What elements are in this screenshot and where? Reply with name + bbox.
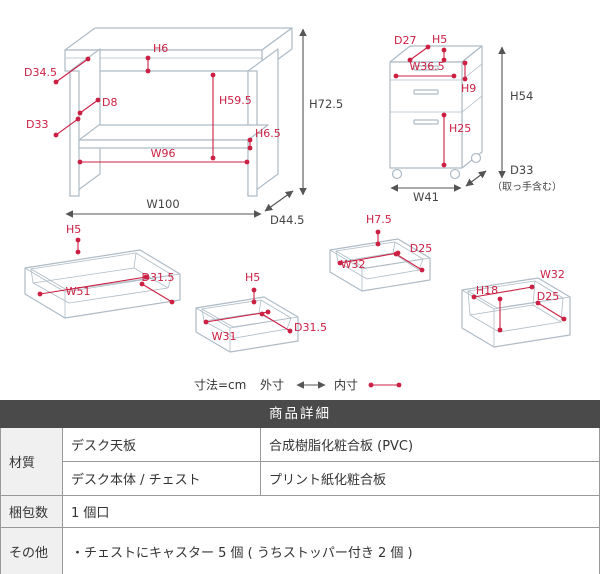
- desk-dim-h72-5: H72.5: [309, 97, 343, 111]
- product-details-section: 商品詳細 材質 デスク天板 合成樹脂化粧合板 (PVC) デスク本体 / チェス…: [0, 400, 600, 574]
- dimension-legend: 寸法=cm 外寸 内寸: [194, 378, 402, 392]
- drawer-wide-dim-h5: H5: [66, 223, 81, 236]
- caster-wheel: [470, 152, 482, 164]
- other-value-cell: ・チェストにキャスター 5 個 ( うちストッパー付き 2 個 ): [63, 528, 599, 574]
- spec-table: 材質 デスク天板 合成樹脂化粧合板 (PVC) デスク本体 / チェスト プリン…: [0, 428, 600, 574]
- chest-dim-h25: H25: [449, 122, 471, 135]
- chest-dim-w41: W41: [413, 190, 439, 204]
- drawer-wide-dim-w51: W51: [66, 285, 91, 298]
- details-header-title: 商品詳細: [0, 400, 600, 428]
- desk-dim-d33: D33: [26, 118, 48, 131]
- drawer-square-dim-h5: H5: [245, 271, 260, 284]
- drawer-square-dim-w31: W31: [212, 330, 237, 343]
- material-key-desktop: デスク天板: [63, 428, 261, 462]
- chest-dim-d33: D33: [510, 163, 534, 177]
- package-label-cell: 梱包数: [1, 496, 63, 528]
- package-value-cell: 1 個口: [63, 496, 599, 528]
- desk-dim-h59-5: H59.5: [219, 94, 252, 107]
- chest-dim-h5: H5: [432, 33, 447, 46]
- chest-handle-bottom: [413, 119, 439, 125]
- chest-handle-middle: [413, 89, 439, 95]
- material-value-desktop: 合成樹脂化粧合板 (PVC): [261, 428, 599, 462]
- drawer-wide-dim-d31-5: D31.5: [142, 271, 175, 284]
- chest-handle-top: [413, 65, 439, 71]
- desk-dim-d34-5: D34.5: [24, 66, 57, 79]
- drawer-square-dim-d31-5: D31.5: [294, 321, 327, 334]
- chest-dim-d27: D27: [394, 34, 416, 47]
- other-label-cell: その他: [1, 528, 63, 574]
- drawer-deep-dim-h18: H18: [476, 284, 498, 297]
- chest-drawing: D27 H5 W36.5 H9 H25 H54 W41 D33 （取っ手含む）: [389, 33, 562, 204]
- drawer-deep-dim-w32: W32: [540, 268, 565, 281]
- chest-dim-w36-5: W36.5: [409, 60, 444, 73]
- drawer-mid-dim-w32: W32: [341, 258, 366, 271]
- legend-outer-label: 外寸: [260, 378, 284, 392]
- drawer-tray-square: H5 W31 D31.5: [195, 271, 327, 353]
- drawer-mid-dim-d25: D25: [410, 242, 432, 255]
- drawer-mid-dim-h7-5: H7.5: [366, 213, 392, 226]
- desk-dim-h6: H6: [153, 42, 168, 55]
- desk-drawing: H6 D34.5 D8 D33 H59.5 W96 H6.5 H72.5 W10…: [24, 27, 343, 227]
- drawer-deep-dim-d25: D25: [537, 290, 559, 303]
- chest-dim-d33-note: （取っ手含む）: [492, 180, 562, 193]
- desk-dim-w96: W96: [151, 147, 176, 160]
- desk-dim-h6-5: H6.5: [255, 127, 281, 140]
- material-label-cell: 材質: [1, 428, 63, 496]
- caster-wheel: [449, 168, 461, 180]
- desk-dim-d8: D8: [102, 96, 117, 109]
- desk-dim-d44-5: D44.5: [270, 213, 304, 227]
- dimension-diagram-section: H6 D34.5 D8 D33 H59.5 W96 H6.5 H72.5 W10…: [24, 27, 571, 392]
- drawer-tray-deep: W32 H18 D25: [461, 268, 571, 348]
- dimension-diagram: H6 D34.5 D8 D33 H59.5 W96 H6.5 H72.5 W10…: [24, 27, 571, 392]
- drawer-tray-wide: H5 W51 D31.5: [24, 223, 181, 319]
- material-value-body: プリント紙化粧合板: [261, 462, 599, 496]
- material-key-body: デスク本体 / チェスト: [63, 462, 261, 496]
- chest-dim-h9: H9: [461, 82, 476, 95]
- desk-dim-w100: W100: [146, 197, 179, 211]
- drawer-tray-mid: H7.5 W32 D25: [329, 213, 432, 292]
- caster-wheel: [391, 168, 403, 180]
- chest-dim-h54: H54: [510, 89, 533, 103]
- legend-unit-label: 寸法=cm: [194, 378, 246, 392]
- legend-inner-label: 内寸: [334, 378, 358, 392]
